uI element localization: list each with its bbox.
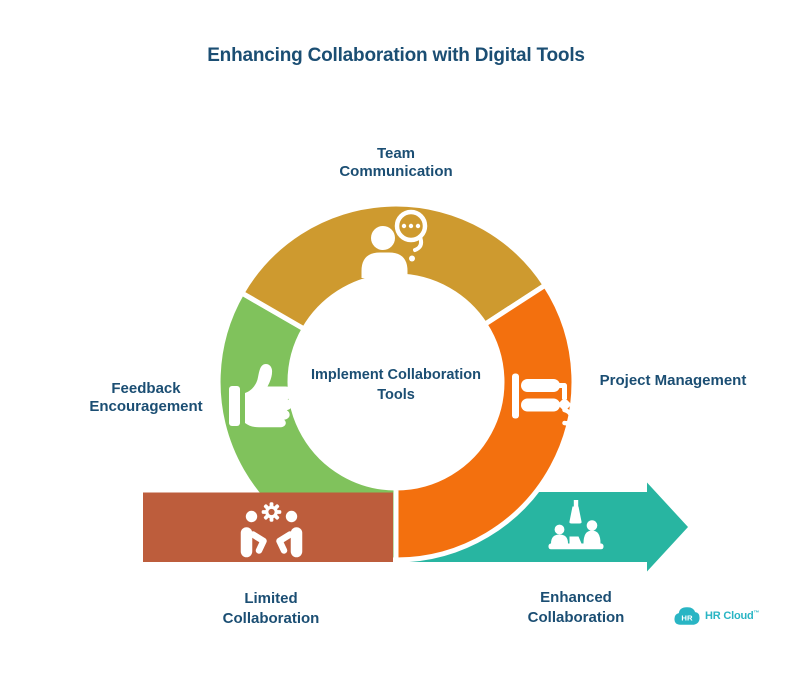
label-team-communication: Team Communication [339, 145, 453, 180]
hr-cloud-icon: HR [674, 607, 700, 625]
hr-cloud-brand-text: HR Cloud [705, 610, 754, 622]
trademark-mark: ™ [753, 610, 760, 617]
hr-cloud-logo: HR HR Cloud™ [673, 604, 760, 628]
team-meeting-under-lamp-icon [548, 500, 604, 550]
clamp-tool-icon [512, 373, 574, 426]
label-limited-collaboration: Limited Collaboration [222, 590, 320, 627]
two-people-with-gear-icon [240, 502, 303, 558]
label-project-management: Project Management [599, 372, 747, 389]
segment-project-management [393, 281, 577, 563]
thumbs-up-icon [229, 363, 293, 428]
label-feedback-encouragement: Feedback Encouragement [89, 380, 203, 415]
label-enhanced-collaboration: Enhanced Collaboration [527, 589, 625, 626]
hr-cloud-wordmark: HR Cloud™ [705, 610, 760, 622]
page-title: Enhancing Collaboration with Digital Too… [207, 45, 585, 66]
center-label: Implement Collaboration Tools [311, 367, 481, 403]
hr-badge-text: HR [681, 613, 693, 622]
limited-collaboration-bar [143, 492, 393, 562]
person-with-thought-bubble-icon [361, 209, 428, 278]
